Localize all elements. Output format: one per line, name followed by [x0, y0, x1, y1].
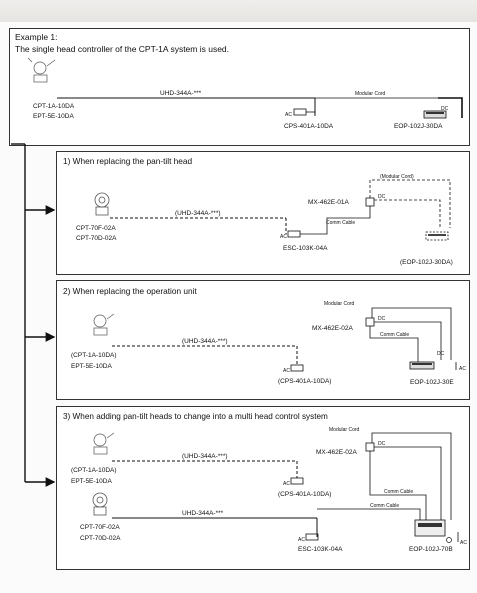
case3-title: 3) When adding pan-tilt heads to change … — [63, 412, 328, 421]
case3-head-b: EPT-5E-10DA — [71, 478, 112, 485]
example-section: Example 1: The single head controller of… — [15, 32, 463, 130]
case3-cable1: (UHD-344A-***) — [182, 453, 228, 460]
power-supply-icon — [290, 364, 304, 372]
case2-unit: EOP-102J-30E — [410, 379, 454, 386]
adapter-icon — [365, 197, 375, 207]
case3-power1: (CPS-401A-10DA) — [278, 491, 331, 498]
case1-power: ESC-103K-04A — [283, 245, 328, 252]
case1-title: 1) When replacing the pan-tilt head — [63, 156, 193, 166]
example-title: Example 1: — [15, 32, 58, 42]
case2-cable-label: (UHD-344A-***) — [182, 338, 228, 345]
operation-unit-icon — [409, 361, 435, 370]
power-supply-icon — [287, 230, 301, 238]
adapter-icon — [365, 317, 375, 327]
case1-comm-line — [300, 206, 371, 235]
case3-comm2-line — [317, 508, 421, 520]
case3-comm-cable2: Comm Cable — [370, 503, 399, 509]
example-description: The single head controller of the CPT-1A… — [15, 44, 229, 54]
case3-comm1-line — [369, 451, 427, 520]
case3-ac2: AC — [298, 537, 305, 543]
case3-head-d: CPT-70D-02A — [80, 535, 121, 542]
pan-tilt-head-icon — [92, 492, 108, 516]
case3-cable2: UHD-344A-*** — [182, 510, 224, 517]
case2-power: (CPS-401A-10DA) — [278, 378, 331, 385]
case3-unit: EOP-102J-70B — [409, 546, 453, 553]
case3-modular-cord: Modular Cord — [329, 427, 360, 433]
power-supply-icon — [290, 477, 304, 485]
case3-ac1: AC — [283, 481, 290, 487]
case2-adapter: MX-462E-02A — [312, 325, 353, 332]
case1-ac: AC — [280, 234, 287, 240]
top-bar — [0, 0, 477, 22]
case2-comm-line — [369, 326, 419, 365]
flow-connector — [11, 143, 56, 487]
power-supply-icon — [293, 108, 315, 116]
case3-dc-line — [374, 446, 442, 520]
case2-dc-line — [374, 321, 442, 360]
case3-head-a: (CPT-1A-10DA) — [71, 467, 117, 474]
pan-tilt-head-icon — [27, 57, 56, 83]
case1-dc-line — [374, 199, 441, 228]
case2-modular-cord-line — [371, 307, 452, 360]
case2-comm-cable: Comm Cable — [380, 332, 409, 338]
cable-label: UHD-344A-*** — [160, 90, 202, 97]
pan-tilt-head-icon — [94, 192, 110, 216]
case2-ac: AC — [283, 368, 290, 374]
ac-label: AC — [285, 112, 292, 118]
case2-head-a: (CPT-1A-10DA) — [71, 352, 117, 359]
case1-panel — [56, 151, 470, 275]
case1-unit: (EOP-102J-30DA) — [400, 259, 453, 266]
case1-cable-label: (UHD-344A-***) — [175, 210, 221, 217]
operation-unit-icon — [423, 97, 463, 119]
head-b-label: EPT-5E-10DA — [33, 113, 74, 120]
case3-section: 3) When adding pan-tilt heads to change … — [63, 412, 467, 553]
case2-panel — [56, 280, 470, 400]
case1-comm-cable: Comm Cable — [326, 220, 355, 226]
case3-power2: ESC-103K-04A — [298, 546, 343, 553]
case3-adapter: MX-462E-02A — [316, 449, 357, 456]
case1-head-b: CPT-70D-02A — [76, 235, 117, 242]
power-label: CPS-401A-10DA — [284, 123, 334, 130]
case1-modular-cord: (Modular Cord) — [380, 174, 414, 180]
unit-label: EOP-102J-30DA — [394, 123, 443, 130]
pan-tilt-head-icon — [93, 432, 115, 455]
case2-ac2: AC — [459, 366, 466, 372]
case1-dc: DC — [378, 194, 386, 200]
case2-section: 2) When replacing the operation unit (UH… — [63, 286, 466, 386]
case2-head-b: EPT-5E-10DA — [71, 363, 112, 370]
head-a-label: CPT-1A-10DA — [33, 103, 75, 110]
pan-tilt-head-icon — [93, 313, 115, 336]
modular-cord-label: Modular Cord — [355, 91, 386, 97]
case3-dc: DC — [378, 441, 386, 447]
dc-label: DC — [441, 106, 449, 112]
case1-head-a: CPT-70F-02A — [76, 225, 116, 232]
operation-unit-icon — [414, 519, 452, 543]
case1-modular-cord-line — [369, 179, 451, 228]
case3-comm-cable1: Comm Cable — [384, 489, 413, 495]
case3-head-c: CPT-70F-02A — [80, 524, 120, 531]
example-panel — [9, 28, 470, 146]
operation-unit-icon — [425, 231, 449, 241]
case3-ac3: AC — [460, 540, 467, 546]
case1-adapter: MX-462E-01A — [308, 199, 349, 206]
power-supply-icon — [305, 533, 319, 541]
case2-dc: DC — [378, 316, 386, 322]
adapter-icon — [365, 442, 375, 452]
case2-title: 2) When replacing the operation unit — [63, 286, 197, 296]
case2-modular-cord: Modular Cord — [324, 301, 355, 307]
case2-dc-unit: DC — [437, 351, 445, 357]
case1-section: 1) When replacing the pan-tilt head (UHD… — [63, 156, 453, 266]
case3-modular-cord-line — [371, 432, 452, 520]
